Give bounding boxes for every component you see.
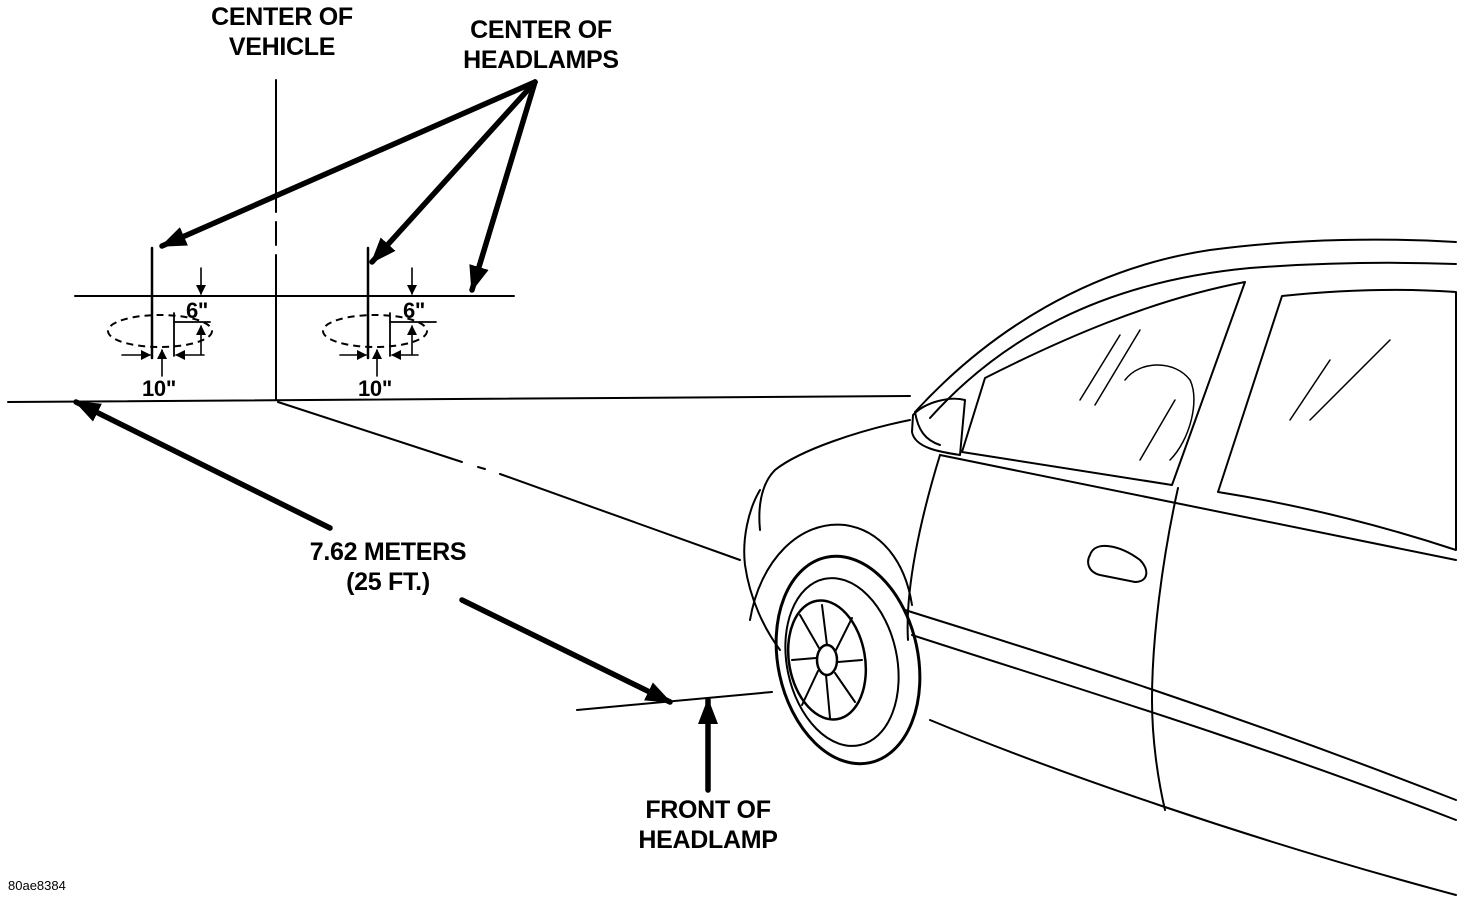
wheel-spoke bbox=[799, 614, 820, 649]
vehicle-roof-inner bbox=[929, 261, 1457, 419]
vehicle-rear-window bbox=[1217, 288, 1457, 551]
vehicle-tire bbox=[774, 554, 922, 766]
center-of-vehicle-label-line2: VEHICLE bbox=[229, 33, 335, 61]
wheel-spoke bbox=[821, 604, 828, 646]
front-of-headlamp-line bbox=[576, 691, 773, 711]
center-of-headlamps-label-line2: HEADLAMPS bbox=[463, 46, 619, 74]
center-of-vehicle-label-line1: CENTER OF bbox=[211, 3, 353, 31]
center-of-headlamps-label-line1: CENTER OF bbox=[470, 16, 612, 44]
floor-wall-line bbox=[7, 395, 911, 403]
right-horizontal-offset-label: 10" bbox=[358, 376, 392, 401]
wheel-spoke bbox=[835, 617, 853, 651]
wheel-spoke bbox=[791, 657, 817, 661]
headlamp-arrow-left bbox=[159, 79, 538, 249]
wheel-spoke bbox=[834, 672, 856, 703]
vehicle-steering-wheel bbox=[1124, 364, 1195, 461]
vehicle-door-handle bbox=[1087, 544, 1148, 583]
vehicle-roofline bbox=[914, 238, 1457, 413]
vehicle-window-reflections bbox=[1079, 329, 1391, 461]
headlamp-arrow-middle bbox=[369, 79, 538, 265]
vehicle-front-window bbox=[961, 281, 1246, 486]
right-beam-pattern bbox=[322, 314, 428, 348]
right-headlamp-target: 6" 10" bbox=[322, 246, 437, 401]
reflection-line bbox=[1289, 359, 1331, 421]
text-labels: CENTER OF VEHICLE CENTER OF HEADLAMPS 7.… bbox=[8, 3, 778, 893]
vehicle-hood bbox=[758, 419, 911, 531]
front-of-headlamp-label-line1: FRONT OF bbox=[645, 796, 770, 824]
vehicle-wheel-spokes bbox=[791, 604, 863, 719]
vehicle-a-pillar-seam bbox=[906, 454, 941, 641]
left-headlamp-target: 6" 10" bbox=[107, 246, 213, 401]
vehicle-wheel-hub bbox=[815, 643, 839, 677]
figure-id: 80ae8384 bbox=[8, 878, 66, 893]
vehicle-wheel-rim bbox=[786, 599, 868, 721]
wheel-spoke bbox=[837, 659, 863, 663]
reflection-line bbox=[1079, 334, 1121, 401]
floor-centerline-c bbox=[499, 473, 741, 561]
distance-arrow-to-headlamp bbox=[459, 597, 673, 705]
vehicle-windshield bbox=[914, 411, 941, 446]
floor-centerline-a bbox=[277, 401, 463, 463]
distance-arrow-to-wall bbox=[73, 399, 333, 531]
vehicle-front-bumper bbox=[743, 489, 781, 651]
wall-and-floor bbox=[7, 79, 911, 711]
vehicle-body-crease bbox=[904, 609, 1457, 801]
left-horizontal-offset-label: 10" bbox=[142, 376, 176, 401]
distance-label-line2: (25 FT.) bbox=[346, 568, 430, 596]
left-vertical-offset-label: 6" bbox=[186, 298, 208, 323]
vehicle-front-door-seam bbox=[1151, 487, 1179, 811]
distance-label-line1: 7.62 METERS bbox=[310, 538, 466, 566]
vehicle-tire-inner bbox=[784, 577, 900, 747]
vehicle-beltline bbox=[939, 454, 1457, 561]
front-of-headlamp-label-line2: HEADLAMP bbox=[638, 826, 777, 854]
vehicle-lower-sill bbox=[911, 634, 1457, 821]
leader-arrows bbox=[73, 79, 718, 793]
floor-centerline-b bbox=[477, 466, 486, 470]
vehicle-wheel-arch bbox=[749, 523, 913, 621]
vehicle-illustration bbox=[743, 238, 1457, 896]
vehicle-rocker bbox=[929, 719, 1457, 896]
wheel-spoke bbox=[825, 674, 831, 719]
wheel-spoke bbox=[801, 670, 819, 706]
headlamp-arrow-right bbox=[469, 79, 538, 293]
reflection-line bbox=[1309, 339, 1391, 421]
reflection-line bbox=[1094, 329, 1141, 406]
left-beam-pattern bbox=[107, 314, 213, 348]
reflection-line bbox=[1139, 399, 1176, 461]
vehicle-mirror bbox=[911, 397, 966, 456]
right-vertical-offset-label: 6" bbox=[403, 298, 425, 323]
